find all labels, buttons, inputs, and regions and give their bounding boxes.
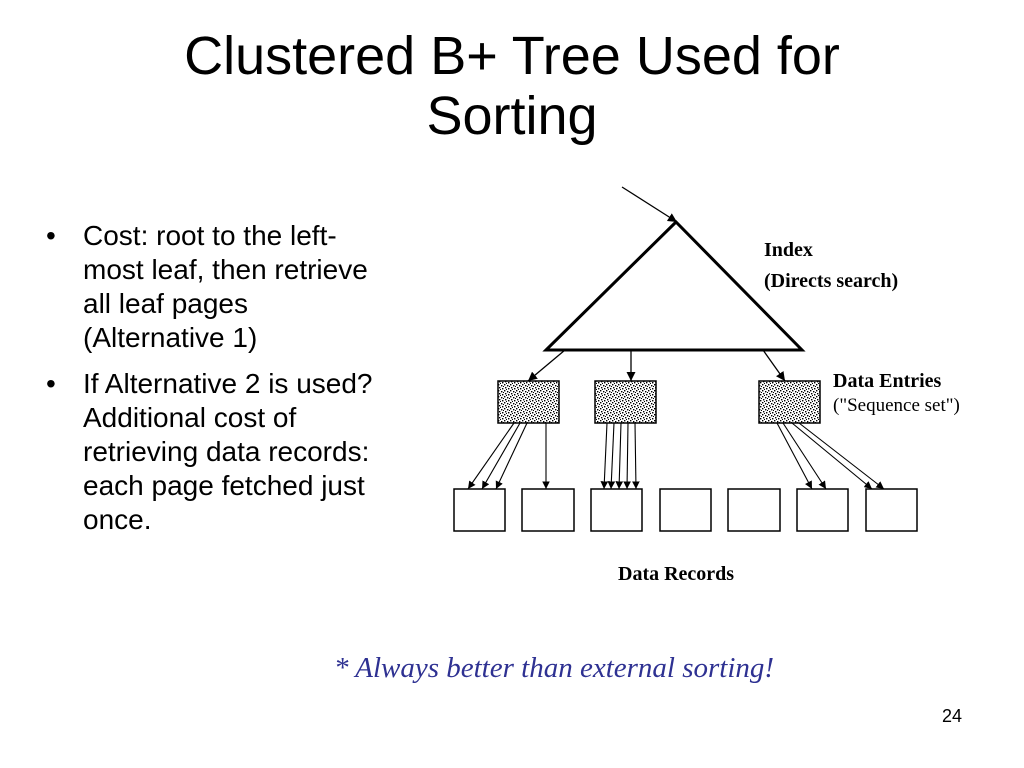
- leaf-page: [758, 380, 821, 424]
- entry-to-record-arrow: [798, 422, 885, 490]
- data-record-page: [453, 488, 506, 532]
- bullet-line: Cost: root to the left-: [83, 220, 337, 251]
- data-record-page: [796, 488, 849, 532]
- index-triangle: [542, 219, 806, 352]
- index-to-leaf-arrow: [527, 349, 566, 382]
- title: Clustered B+ Tree Used for Sorting: [0, 26, 1024, 146]
- bullet-line: Additional cost of: [83, 402, 297, 433]
- entry-to-record-arrow: [600, 422, 609, 490]
- leaf-page: [497, 380, 560, 424]
- sequence-set-label: ("Sequence set"): [833, 395, 960, 416]
- root-pointer-arrow: [621, 186, 678, 223]
- bullet-line: If Alternative 2 is used?: [83, 368, 373, 399]
- title-line-2: Sorting: [426, 86, 598, 146]
- entry-to-record-arrow: [467, 422, 515, 490]
- data-records-label: Data Records: [618, 563, 734, 585]
- bullet-line: once.: [83, 504, 152, 535]
- bullet-item-alternative-2: • If Alternative 2 is used? Additional c…: [40, 367, 450, 537]
- bullet-line: (Alternative 1): [83, 322, 258, 353]
- note-text: * Always better than external sorting!: [334, 652, 775, 684]
- entry-to-record-arrow: [776, 422, 813, 490]
- data-record-page: [865, 488, 918, 532]
- entry-to-record-arrow: [623, 422, 631, 490]
- bullet-line: each page fetched just: [83, 470, 365, 501]
- title-line-1: Clustered B+ Tree Used for: [184, 26, 840, 86]
- data-record-page: [521, 488, 575, 532]
- entry-to-record-arrow: [481, 422, 521, 490]
- bullet-line: retrieving data records:: [83, 436, 370, 467]
- entry-to-record-arrow: [615, 422, 624, 490]
- leaf-page: [594, 380, 657, 424]
- data-record-page: [659, 488, 712, 532]
- bullet-list: • Cost: root to the left- most leaf, the…: [40, 219, 450, 549]
- bullet-item-cost: • Cost: root to the left- most leaf, the…: [40, 219, 450, 355]
- index-label: Index: [764, 239, 813, 261]
- entry-to-record-arrow: [791, 422, 873, 490]
- entry-to-record-arrow: [632, 422, 640, 490]
- index-to-leaf-arrow: [762, 349, 786, 382]
- bullet-marker: •: [46, 368, 56, 399]
- bullet-marker: •: [46, 220, 56, 251]
- data-entries-label: Data Entries: [833, 370, 942, 392]
- slide-number: 24: [941, 706, 962, 726]
- data-record-page: [590, 488, 643, 532]
- entry-to-record-arrow: [782, 422, 827, 490]
- data-record-page: [727, 488, 781, 532]
- bullet-line: most leaf, then retrieve: [83, 254, 368, 285]
- entry-to-record-arrow: [495, 422, 528, 490]
- index-sublabel: (Directs search): [764, 270, 898, 292]
- bullet-line: all leaf pages: [83, 288, 249, 319]
- entry-to-record-arrow: [607, 422, 616, 490]
